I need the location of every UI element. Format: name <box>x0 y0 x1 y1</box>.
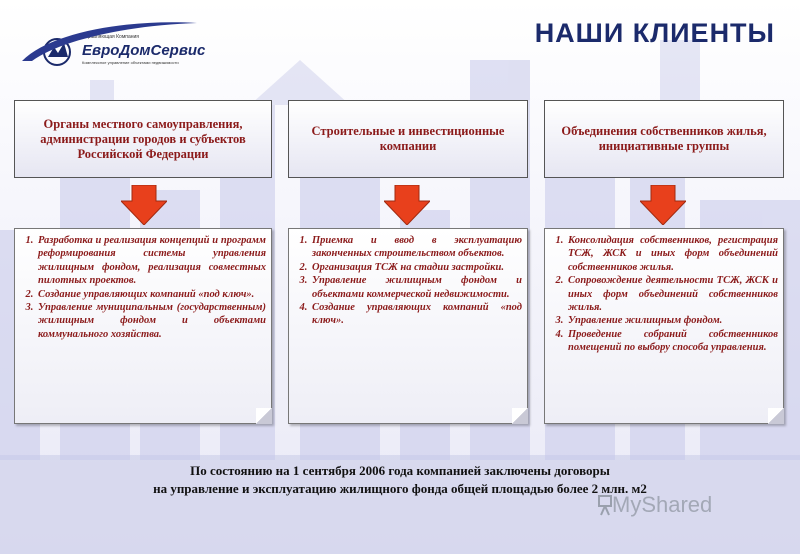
logo-tagline-top: Управляющая Компания <box>82 34 140 40</box>
list-item: Управление жилищным фондом. <box>566 314 778 327</box>
logo-tagline-bottom: Комплексное управление объектами недвижи… <box>82 60 179 65</box>
down-arrow-icon <box>121 185 167 225</box>
down-arrow-icon <box>384 185 430 225</box>
client-group-header-1: Органы местного самоуправления, админист… <box>14 100 272 178</box>
services-list-2: Приемка и ввод в эксплуатацию законченны… <box>288 228 528 424</box>
summary-line-1: По состоянию на 1 сентября 2006 года ком… <box>190 463 610 478</box>
presentation-board-icon <box>598 495 612 516</box>
list-item: Создание управляющих компаний «под ключ»… <box>36 288 266 301</box>
list-item: Сопровождение деятельности ТСЖ, ЖСК и ин… <box>566 274 778 314</box>
list-item: Создание управляющих компаний «под ключ»… <box>310 301 522 328</box>
company-logo: Управляющая Компания ЕвроДомСервис Компл… <box>22 22 205 67</box>
services-list-1: Разработка и реализация концепций и прог… <box>14 228 272 424</box>
list-item: Приемка и ввод в эксплуатацию законченны… <box>310 234 522 261</box>
down-arrow-icon <box>640 185 686 225</box>
logo-swoosh-icon <box>22 22 197 61</box>
client-group-header-2: Строительные и инвестиционные компании <box>288 100 528 178</box>
list-item: Управление жилищным фондом и объектами к… <box>310 274 522 301</box>
services-list-3: Консолидация собственников, регистрация … <box>544 228 784 424</box>
list-item: Управление муниципальным (государственны… <box>36 301 266 341</box>
list-item: Консолидация собственников, регистрация … <box>566 234 778 274</box>
list-item: Организация ТСЖ на стадии застройки. <box>310 261 522 274</box>
logo-name: ЕвроДомСервис <box>82 42 206 59</box>
watermark: MyShared <box>612 492 713 517</box>
list-item: Разработка и реализация концепций и прог… <box>36 234 266 288</box>
list-item: Проведение собраний собственников помеще… <box>566 328 778 355</box>
page-title: НАШИ КЛИЕНТЫ <box>534 18 775 48</box>
client-group-header-3: Объединения собственников жилья, инициат… <box>544 100 784 178</box>
summary-statement: По состоянию на 1 сентября 2006 года ком… <box>0 462 800 498</box>
summary-line-2: на управление и эксплуатацию жилищного ф… <box>153 481 647 496</box>
